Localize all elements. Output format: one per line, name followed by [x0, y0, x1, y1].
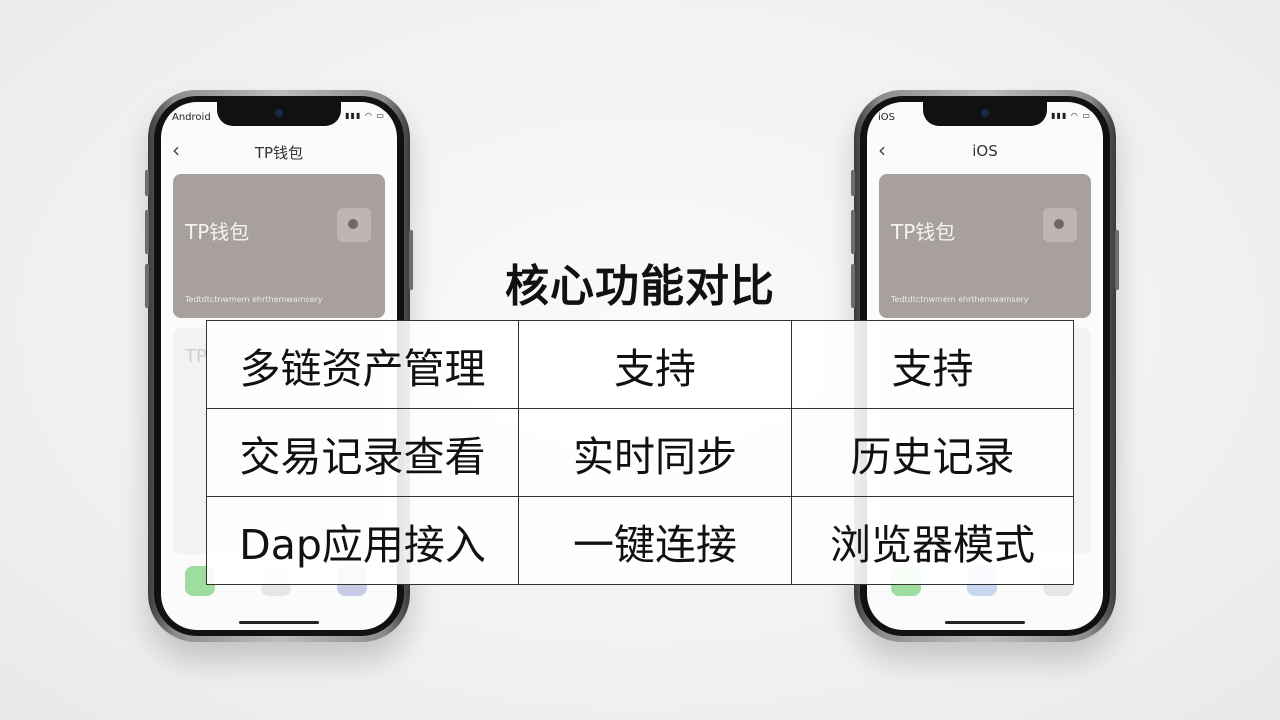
home-indicator[interactable] [239, 621, 319, 624]
feature-name-cell: Dap应用接入 [206, 496, 519, 585]
back-chevron-icon[interactable]: ‹ [878, 138, 886, 162]
ios-value-cell: 支持 [791, 320, 1074, 409]
home-indicator[interactable] [945, 621, 1025, 624]
wallet-card-subtext: Tedtdtctnwmem ehrthemwamsery [185, 295, 323, 304]
wallet-logo-icon [337, 208, 371, 242]
phone-notch [217, 102, 341, 126]
table-row: 多链资产管理 支持 支持 [206, 320, 1074, 409]
phone-side-button [851, 210, 855, 254]
camera-icon [275, 109, 283, 117]
phone-side-button [145, 170, 149, 196]
android-value-cell: 一键连接 [518, 496, 792, 585]
back-chevron-icon[interactable]: ‹ [172, 138, 180, 162]
phone-side-button [851, 264, 855, 308]
phone-side-button [851, 170, 855, 196]
wallet-card[interactable]: TP钱包 Tedtdtctnwmem ehrthemwamsery [879, 174, 1091, 318]
android-value-cell: 支持 [518, 320, 792, 409]
wallet-logo-icon [1043, 208, 1077, 242]
table-row: Dap应用接入 一键连接 浏览器模式 [206, 496, 1074, 585]
wallet-card-title: TP钱包 [891, 220, 956, 244]
phone-side-button [409, 230, 413, 290]
camera-icon [981, 109, 989, 117]
wallet-card-title: TP钱包 [185, 220, 250, 244]
phone-side-button [145, 264, 149, 308]
nav-title: TP钱包 [254, 144, 304, 162]
ios-value-cell: 浏览器模式 [791, 496, 1074, 585]
feature-comparison-table: 多链资产管理 支持 支持 交易记录查看 实时同步 历史记录 Dap应用接入 一键… [206, 320, 1074, 585]
signal-wifi-battery-icon: ▮▮▮ ◠ ▭ [1051, 111, 1091, 120]
android-value-cell: 实时同步 [518, 408, 792, 497]
wallet-card-subtext: Tedtdtctnwmem ehrthemwamsery [891, 295, 1029, 304]
feature-name-cell: 交易记录查看 [206, 408, 519, 497]
signal-wifi-battery-icon: ▮▮▮ ◠ ▭ [345, 111, 385, 120]
comparison-heading: 核心功能对比 [505, 261, 775, 312]
ios-value-cell: 历史记录 [791, 408, 1074, 497]
phone-notch [923, 102, 1047, 126]
phone-side-button [145, 210, 149, 254]
feature-name-cell: 多链资产管理 [206, 320, 519, 409]
wallet-card[interactable]: TP钱包 Tedtdtctnwmem ehrthemwamsery [173, 174, 385, 318]
phone-side-button [1115, 230, 1119, 290]
table-row: 交易记录查看 实时同步 历史记录 [206, 408, 1074, 497]
status-bar-label: iOS [878, 112, 895, 123]
nav-title: iOS [972, 142, 998, 160]
status-bar-label: Android [172, 112, 211, 123]
